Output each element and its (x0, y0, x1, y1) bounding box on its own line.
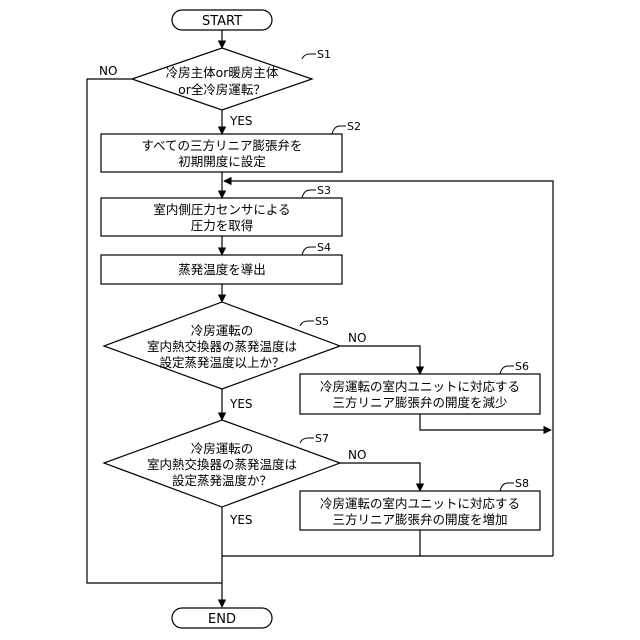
s4-step-hook (302, 247, 316, 255)
s7-text-line-1: 冷房運転の (191, 441, 254, 456)
s2-text-line-2: 初期開度に設定 (178, 154, 266, 169)
s6-text-line-2: 三方リニア膨張弁の開度を減少 (332, 395, 507, 410)
s5-text-line-2: 室内熱交換器の蒸発温度は (147, 339, 297, 354)
s1-no-label: NO (99, 64, 117, 78)
s4-step-id: S4 (317, 241, 331, 254)
s3-step-hook (302, 190, 316, 198)
s1-yes-label: YES (229, 114, 253, 128)
start-label: START (202, 14, 242, 29)
s1-step-hook (302, 54, 316, 59)
s6-step-hook (500, 366, 514, 374)
s7-yes-label: YES (229, 513, 253, 527)
arrow-s5-no-to-s6 (340, 346, 420, 374)
s5-text-line-1: 冷房運転の (191, 323, 254, 338)
s7-text-line-2: 室内熱交換器の蒸発温度は (147, 457, 297, 472)
end-terminal: END (172, 608, 272, 628)
start-terminal: START (172, 10, 272, 30)
end-label: END (208, 612, 236, 627)
s5-step-hook (300, 321, 314, 326)
s2-text-line-1: すべての三方リニア膨張弁を (141, 138, 302, 153)
s5-no-label: NO (348, 331, 366, 345)
s5-text-line-3: 設定蒸発温度以上か？ (159, 355, 284, 370)
s8-text-line-2: 三方リニア膨張弁の開度を増加 (332, 512, 507, 527)
s5-step-id: S5 (315, 315, 329, 328)
decision-s1: 冷房主体or暖房主体 or全冷房運転？ S1 (132, 48, 331, 110)
s5-yes-label: YES (229, 397, 253, 411)
s6-step-id: S6 (515, 360, 529, 373)
s3-step-id: S3 (317, 184, 331, 197)
s1-step-id: S1 (317, 48, 331, 61)
s8-step-id: S8 (515, 477, 529, 490)
s7-step-hook (300, 438, 314, 443)
s1-text-line-1: 冷房主体or暖房主体 (166, 65, 279, 80)
s3-text-line-2: 圧力を取得 (191, 218, 254, 233)
arrow-s6-to-loop (420, 414, 551, 430)
s3-text-line-1: 室内側圧力センサによる (153, 202, 290, 217)
s2-step-id: S2 (347, 120, 361, 133)
s8-step-hook (500, 483, 514, 491)
s4-text-line-1: 蒸発温度を導出 (178, 262, 266, 277)
s7-step-id: S7 (315, 432, 329, 445)
s6-text-line-1: 冷房運転の室内ユニットに対応する (320, 379, 520, 394)
arrow-s7-no-to-s8 (340, 463, 420, 491)
s8-text-line-1: 冷房運転の室内ユニットに対応する (320, 496, 520, 511)
s1-text-line-2: or全冷房運転？ (178, 82, 266, 97)
s7-text-line-3: 設定蒸発温度か？ (172, 473, 272, 488)
s2-step-hook (332, 126, 346, 134)
s7-no-label: NO (348, 448, 366, 462)
